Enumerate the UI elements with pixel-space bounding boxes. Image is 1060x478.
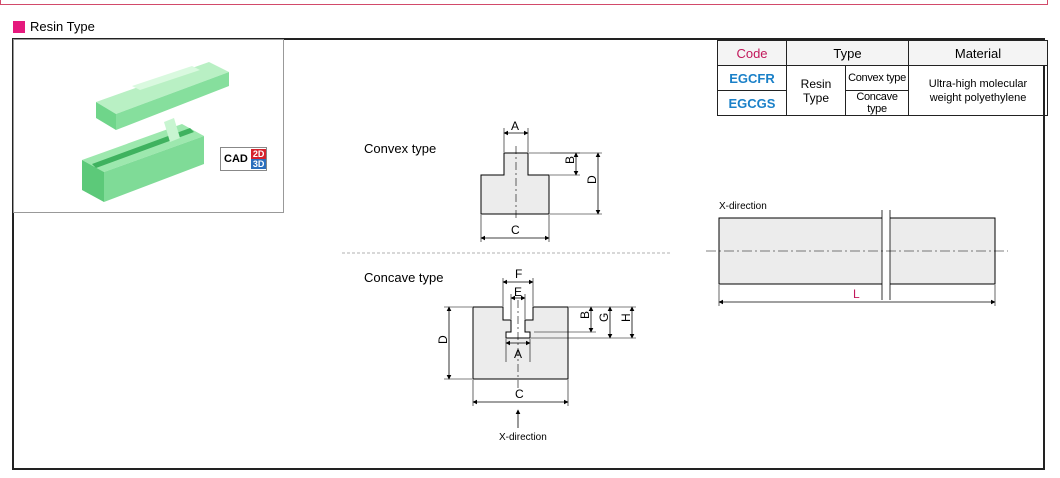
type-group-cell: Resin Type: [786, 65, 846, 116]
product-photo: [13, 39, 284, 213]
header-type: Type: [786, 40, 909, 66]
concave-dim-c: C: [515, 387, 524, 401]
convex-rail-ridge: [132, 66, 200, 90]
concave-dim-d: D: [436, 335, 450, 344]
spec-table: Code Type Material EGCFR Resin Type Conv…: [717, 40, 1048, 116]
side-view-dim-l: L: [853, 287, 860, 301]
convex-profile: [480, 152, 550, 215]
cad-download-badge[interactable]: CAD 2D 3D: [220, 147, 268, 171]
header-code: Code: [717, 40, 787, 66]
concave-dim-f: F: [515, 267, 522, 281]
concave-rail-front-face: [82, 160, 104, 202]
section-title: Resin Type: [13, 19, 95, 34]
content-frame: [12, 38, 1045, 470]
section-title-text: Resin Type: [30, 19, 95, 34]
concave-rail-side-face: [104, 136, 204, 202]
concave-rail-lip: [164, 118, 180, 142]
cad-label: CAD: [224, 153, 248, 165]
convex-dim-a: A: [511, 119, 519, 133]
convex-dim-c: C: [511, 223, 520, 237]
subtype-concave: Concave type: [845, 90, 909, 116]
material-line-2: weight polyethylene: [929, 91, 1027, 104]
convex-title: Convex type: [364, 141, 436, 156]
side-view-break-gap: [882, 210, 890, 300]
concave-dim-a: A: [514, 347, 522, 361]
concave-rail-groove: [92, 128, 194, 168]
concave-dim-h: H: [619, 313, 633, 322]
code-cell-egcfr[interactable]: EGCFR: [717, 65, 787, 91]
subtype-convex: Convex type: [845, 65, 909, 91]
side-view-direction-label: X-direction: [719, 201, 767, 212]
top-border-strip: [0, 0, 1048, 5]
header-material: Material: [908, 40, 1048, 66]
section-marker-icon: [13, 20, 25, 33]
convex-dim-b: B: [563, 156, 577, 164]
convex-rail-front-face: [96, 102, 116, 130]
concave-title: Concave type: [364, 270, 444, 285]
concave-dim-g: G: [597, 313, 611, 322]
cad-2d-label: 2D: [250, 149, 267, 159]
convex-rail-side-face: [116, 72, 229, 130]
cad-3d-label: 3D: [250, 159, 267, 169]
material-cell: Ultra-high molecular weight polyethylene: [908, 65, 1048, 116]
code-cell-egcgs[interactable]: EGCGS: [717, 90, 787, 116]
material-line-1: Ultra-high molecular: [928, 77, 1028, 90]
product-illustration: [82, 62, 229, 202]
concave-dim-b: B: [578, 311, 592, 319]
convex-dim-d: D: [585, 175, 599, 184]
concave-dim-e: E: [514, 285, 522, 299]
convex-rail-top-face: [96, 62, 229, 114]
concave-direction-label: X-direction: [499, 432, 547, 443]
